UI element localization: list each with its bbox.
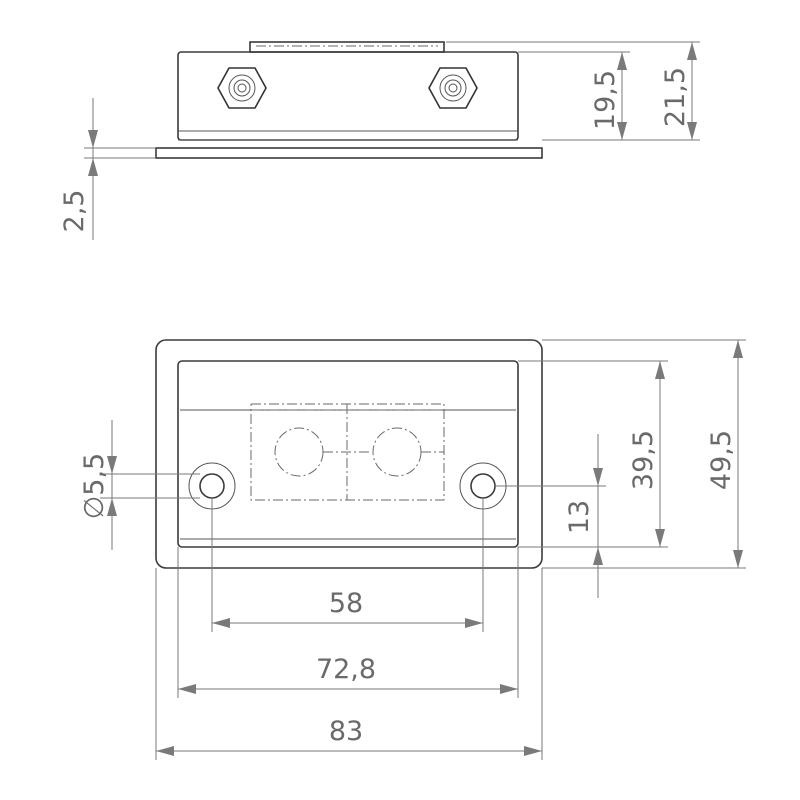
dim-label-39-5: 39,5 (628, 430, 659, 490)
front-view-flange (155, 339, 543, 569)
dim-label-21-5: 21,5 (660, 67, 691, 127)
side-view-lid (249, 41, 445, 53)
front-view: 39,5 49,5 13 ∅5,5 (79, 339, 746, 760)
dim-label-19-5: 19,5 (590, 70, 621, 130)
dim-hole-spacing: 58 (212, 588, 483, 628)
connector-port-right (372, 427, 422, 477)
dim-hole-offset: 13 (564, 434, 603, 598)
dim-flange-thickness: 2,5 (59, 98, 156, 240)
connector-block (250, 403, 445, 501)
side-view: 19,5 21,5 2,5 (59, 41, 700, 240)
dim-top-height-inner: 19,5 (590, 52, 627, 140)
dim-label-2-5: 2,5 (59, 190, 90, 233)
dim-outer-height: 49,5 (706, 340, 743, 568)
dim-label-49-5: 49,5 (706, 430, 737, 490)
dim-hole-diameter: ∅5,5 (79, 420, 200, 550)
dim-outer-width: 83 (156, 716, 542, 756)
side-view-flange (155, 147, 543, 159)
dim-top-height-total: 21,5 (660, 42, 697, 140)
hex-nut-right-icon (428, 67, 478, 109)
dim-label-83: 83 (329, 716, 363, 747)
diameter-symbol-icon: ∅ (79, 496, 110, 520)
dim-inner-width: 72,8 (178, 654, 518, 694)
hex-nut-left-icon (217, 67, 267, 109)
dim-label-58: 58 (329, 588, 363, 619)
dim-label-72-8: 72,8 (316, 654, 376, 685)
dim-label-13: 13 (564, 500, 595, 534)
dim-label-diameter-5-5: ∅5,5 (79, 453, 110, 519)
connector-port-left (274, 427, 324, 477)
front-view-body (177, 360, 519, 548)
dim-inner-height: 39,5 (628, 361, 665, 547)
